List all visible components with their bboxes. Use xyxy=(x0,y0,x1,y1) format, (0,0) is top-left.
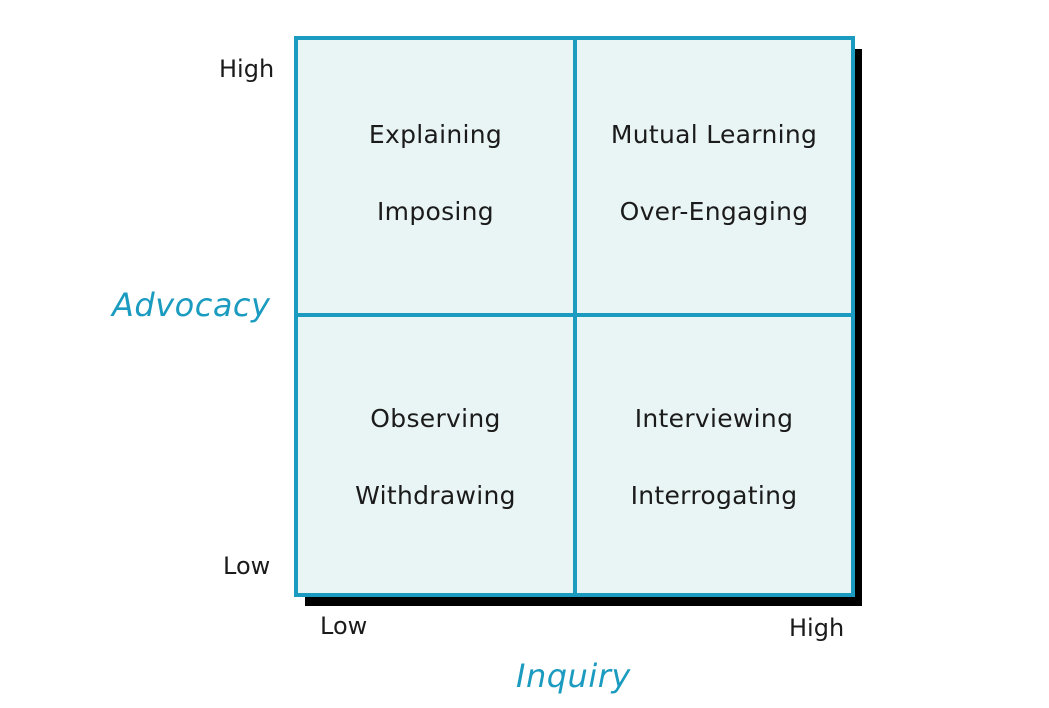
horizontal-divider xyxy=(298,313,851,317)
y-axis-high-label: High xyxy=(219,55,275,83)
quadrant-label: Interrogating xyxy=(630,481,798,510)
x-axis-title: Inquiry xyxy=(516,657,631,695)
y-axis-title: Advocacy xyxy=(112,286,271,324)
quadrant-high-advocacy-low-inquiry: Explaining Imposing xyxy=(298,40,573,313)
x-axis-low-label: Low xyxy=(320,612,368,640)
quadrant-label: Explaining xyxy=(368,120,503,149)
quadrant-label: Mutual Learning xyxy=(610,120,818,149)
quadrant-high-advocacy-high-inquiry: Mutual Learning Over-Engaging xyxy=(577,40,851,313)
quadrant-low-advocacy-high-inquiry: Interviewing Interrogating xyxy=(577,317,851,593)
y-axis-low-label: Low xyxy=(223,552,271,580)
x-axis-high-label: High xyxy=(789,614,845,642)
quadrant-label: Interviewing xyxy=(634,404,794,433)
quadrant-label: Imposing xyxy=(377,197,494,226)
quadrant-label: Over-Engaging xyxy=(619,197,809,226)
quadrant-label: Observing xyxy=(370,404,501,433)
quadrant-low-advocacy-low-inquiry: Observing Withdrawing xyxy=(298,317,573,593)
advocacy-inquiry-matrix: Explaining Imposing Mutual Learning Over… xyxy=(294,36,855,597)
quadrant-label: Withdrawing xyxy=(355,481,516,510)
